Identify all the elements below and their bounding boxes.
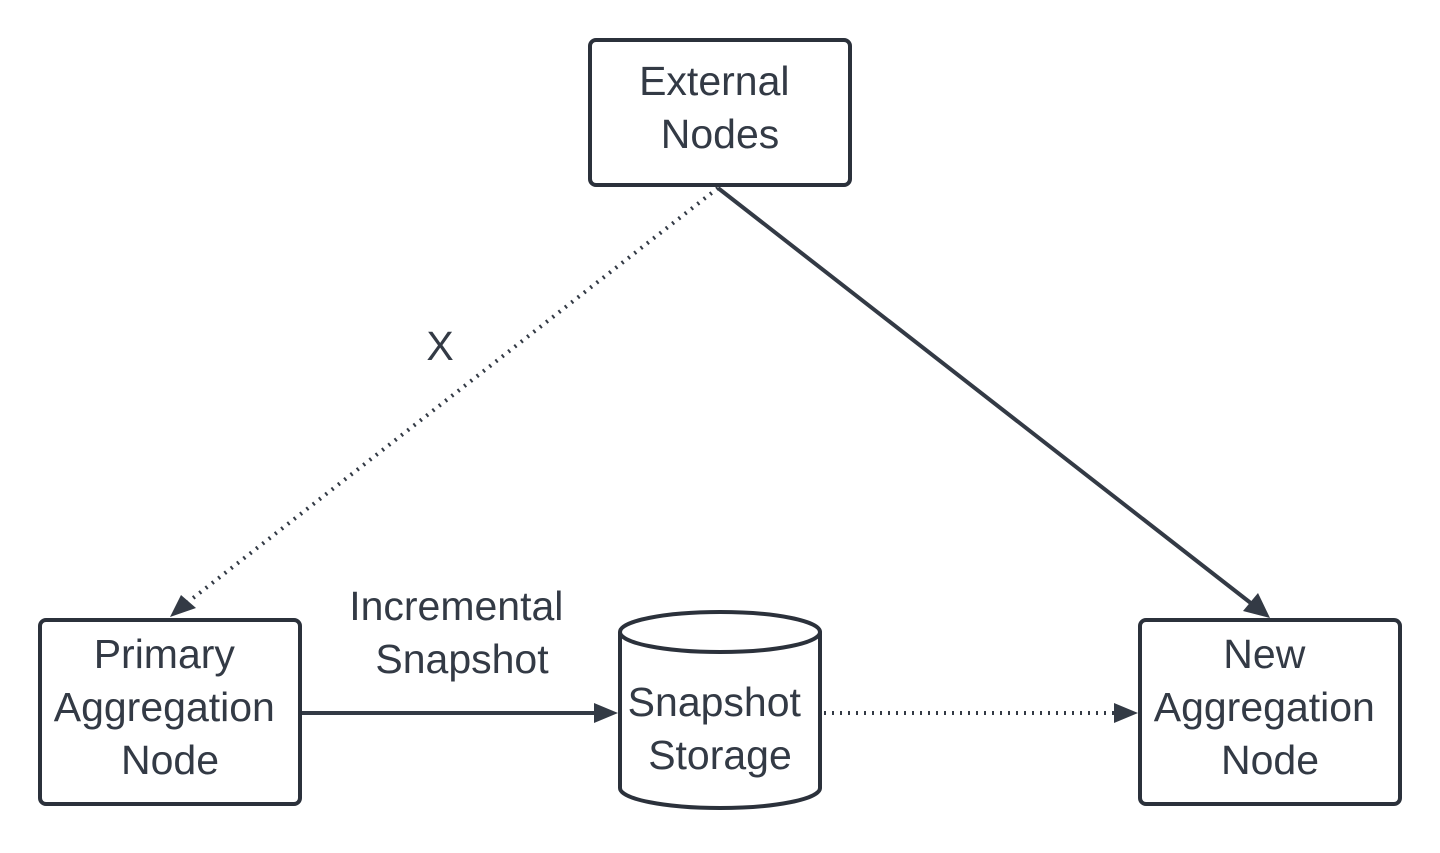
edge-label-line-2: Snapshot xyxy=(375,636,549,682)
node-new-aggregation: New Aggregation Node xyxy=(1138,618,1402,806)
node-primary-aggregation-box xyxy=(38,618,302,806)
node-external-nodes-line-2: Nodes xyxy=(661,111,780,157)
node-external-nodes-label: External Nodes xyxy=(639,58,801,157)
node-primary-aggregation-line-1: Primary xyxy=(94,631,236,677)
node-external-nodes-box xyxy=(588,38,852,187)
node-external-nodes: External Nodes xyxy=(588,38,852,187)
node-primary-aggregation-label: Primary Aggregation Node xyxy=(54,631,287,783)
edge-external-to-primary xyxy=(170,186,720,617)
node-external-nodes-line-1: External xyxy=(639,58,789,104)
node-snapshot-storage: Snapshot Storage xyxy=(618,610,822,810)
edge-label-line-1: Incremental xyxy=(349,583,563,629)
edge-external-to-new-line xyxy=(716,186,1254,606)
edge-label-incremental-snapshot: Incremental Snapshot xyxy=(349,583,575,682)
node-primary-aggregation-line-3: Node xyxy=(121,737,219,783)
edge-external-to-new-arrowhead xyxy=(1243,593,1270,618)
edge-label-x: X xyxy=(426,323,453,369)
edge-storage-to-new xyxy=(824,703,1138,723)
node-snapshot-storage-cylinder-top xyxy=(618,610,822,654)
edge-external-to-new xyxy=(716,186,1270,618)
edge-external-to-primary-arrowhead xyxy=(170,595,196,617)
node-snapshot-storage-cylinder-body xyxy=(618,632,822,810)
edge-primary-to-storage xyxy=(302,703,618,723)
edge-primary-to-storage-arrowhead xyxy=(594,703,618,723)
node-new-aggregation-label: New Aggregation Node xyxy=(1154,631,1387,783)
edge-storage-to-new-arrowhead xyxy=(1114,703,1138,723)
node-snapshot-storage-label: Snapshot Storage xyxy=(628,679,813,778)
node-primary-aggregation-line-2: Aggregation xyxy=(54,684,275,730)
node-new-aggregation-line-1: New xyxy=(1223,631,1305,677)
node-new-aggregation-box xyxy=(1138,618,1402,806)
node-primary-aggregation: Primary Aggregation Node xyxy=(38,618,302,806)
node-snapshot-storage-line-2: Storage xyxy=(648,732,792,778)
node-snapshot-storage-line-1: Snapshot xyxy=(628,679,802,725)
node-new-aggregation-line-3: Node xyxy=(1221,737,1319,783)
node-new-aggregation-line-2: Aggregation xyxy=(1154,684,1375,730)
edge-external-to-primary-line xyxy=(186,186,720,604)
